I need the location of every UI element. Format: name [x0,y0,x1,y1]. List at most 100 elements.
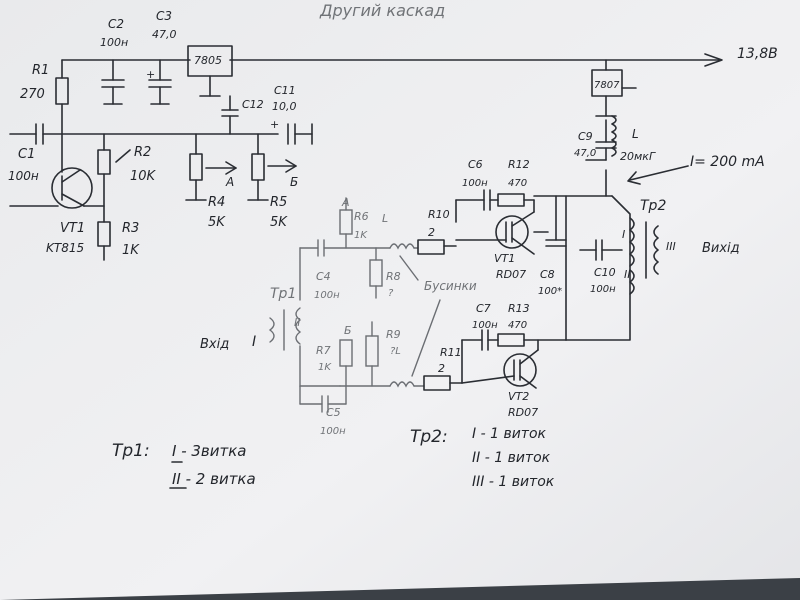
svg-text:A: A [225,175,234,189]
svg-text:2: 2 [438,362,445,375]
svg-text:II: II [624,268,631,281]
svg-text:Tp1:: Tp1: [112,441,150,461]
svg-text:100н: 100н [314,290,340,301]
svg-text:C9: C9 [578,130,593,143]
tp1-winding-notes: Tp1: I - 3витка II - 2 витка [112,441,256,489]
svg-text:RD07: RD07 [508,406,538,419]
supply-voltage-label: 13,8В [737,46,778,62]
svg-text:Tp1: Tp1 [270,286,296,302]
svg-text:R8: R8 [386,270,401,283]
svg-text:Tp2:: Tp2: [410,427,448,447]
svg-text:100н: 100н [462,178,488,189]
capacitor-c10: C10 100н [579,239,623,295]
svg-text:1K: 1K [318,362,332,373]
svg-text:470: 470 [508,320,527,331]
potentiometer-r5: Б R5 5K [247,133,298,230]
svg-text:Tp2: Tp2 [640,198,666,214]
svg-text:100н: 100н [100,36,128,49]
svg-text:KT815: KT815 [46,241,84,255]
svg-text:1K: 1K [122,243,140,258]
svg-text:R9: R9 [386,328,401,341]
svg-text:R3: R3 [122,221,139,236]
svg-text:VT1: VT1 [60,221,85,236]
transistor-vt1-rd07: VT1 RD07 [455,199,549,281]
svg-text:I - 3витка: I - 3витка [172,442,247,460]
svg-text:VT2: VT2 [508,390,529,403]
diagram-title: Другий каскад [319,1,445,20]
svg-text:100н: 100н [320,426,346,437]
svg-text:L: L [382,212,388,225]
svg-text:Б: Б [290,175,298,189]
svg-text:R2: R2 [134,145,151,160]
capacitor-c12: C12 C11 10,0 [221,84,297,135]
svg-text:1K: 1K [354,230,368,241]
svg-text:VT1: VT1 [494,252,515,265]
capacitor-c3: + C3 47,0 [146,9,177,105]
svg-text:5K: 5K [208,215,226,230]
svg-text:L: L [632,127,639,141]
supply-rail: 13,8В [61,46,778,67]
svg-text:R6: R6 [354,210,369,223]
svg-text:100н: 100н [590,284,616,295]
resistor-r12: R12 470 [489,158,535,207]
svg-text:20мкГ: 20мкГ [620,150,656,163]
svg-text:+: + [270,118,279,131]
capacitor-c6: C6 100н [455,158,491,223]
svg-text:R7: R7 [316,344,331,357]
svg-text:47,0: 47,0 [574,148,596,159]
svg-text:100н: 100н [472,320,498,331]
svg-text:Вихід: Вихід [702,241,740,256]
svg-text:100*: 100* [538,286,562,297]
svg-text:C1: C1 [18,147,35,162]
input-stage-pencil: A R6 1K L R10 2 C4 100н R8 ? Бусинки Tp1… [200,196,477,437]
svg-text:47,0: 47,0 [152,28,177,41]
svg-text:R13: R13 [508,302,530,315]
svg-text:+: + [146,68,155,81]
potentiometer-r4: A R4 5K [185,133,237,230]
svg-text:C2: C2 [108,17,124,31]
svg-text:C10: C10 [594,266,616,279]
svg-text:R5: R5 [270,195,287,210]
svg-text:Вхід: Вхід [200,337,229,352]
svg-text:?L: ?L [390,346,401,357]
svg-text:C11: C11 [274,84,296,97]
svg-text:10K: 10K [130,169,157,184]
svg-text:C12: C12 [242,98,264,111]
svg-text:I - 1 виток: I - 1 виток [472,426,547,442]
capacitor-c8: C8 100* [538,195,567,341]
bias-rail: + C1 100н [8,118,313,183]
svg-text:III - 1 виток: III - 1 виток [472,474,555,490]
svg-text:10,0: 10,0 [272,100,297,113]
current-annotation: I= 200 mA [627,154,765,185]
capacitor-c2: C2 100н [100,17,128,105]
transistor-vt2-rd07: VT2 RD07 [461,339,539,419]
tp2-winding-notes: Tp2: I - 1 виток II - 1 виток III - 1 ви… [410,426,555,490]
potentiometer-r2: R2 10K [97,133,157,223]
svg-text:7805: 7805 [194,54,222,67]
inductor-l: L 20мкГ [611,115,656,163]
resistor-r1: R1 270 [20,59,69,135]
svg-text:II: II [294,316,301,329]
svg-text:R1: R1 [32,63,49,78]
svg-text:C7: C7 [476,302,491,315]
regulator-7805: 7805 [187,45,233,97]
svg-text:100н: 100н [8,169,39,183]
transistor-vt1-kt815: VT1 KT815 [9,133,105,255]
svg-text:5K: 5K [270,215,288,230]
svg-text:C8: C8 [540,268,555,281]
svg-text:I: I [622,228,625,241]
svg-text:R10: R10 [428,208,450,221]
svg-text:C6: C6 [468,158,483,171]
svg-text:?: ? [388,288,394,299]
resistor-r13: R13 470 [487,302,567,347]
svg-text:7807: 7807 [594,80,620,91]
transformer-tp2: I II III Tp2 Вихід [533,169,740,341]
svg-text:RD07: RD07 [496,268,526,281]
svg-text:270: 270 [20,87,45,102]
resistor-r3: R3 1K [97,221,140,261]
svg-text:470: 470 [508,178,527,189]
svg-text:C5: C5 [326,406,341,419]
